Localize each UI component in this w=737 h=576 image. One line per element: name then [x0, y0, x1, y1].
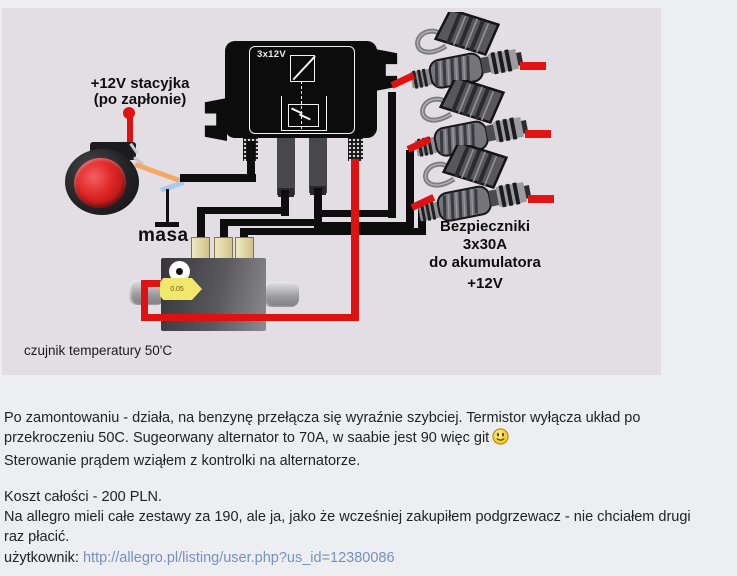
wire-red-bottom-h: [141, 314, 359, 321]
post-cost-line: Koszt całości - 200 PLN.: [4, 489, 162, 505]
relay-coil-diagonal: [292, 55, 316, 80]
wire-red-main-v: [351, 159, 359, 321]
wire-terminal3-to-fuse3-h: [240, 228, 426, 235]
post-paragraph-1-text: Po zamontowaniu - działa, na benzynę prz…: [4, 410, 641, 446]
fuses-label-line3: do akumulatora: [429, 254, 541, 271]
relay-coil-symbol: [290, 55, 316, 82]
ignition-wire: [127, 112, 133, 150]
smile-emoticon-icon: [492, 428, 509, 451]
wire-fuse2-v: [406, 150, 414, 230]
wire-cable1-down: [281, 190, 289, 216]
post-paragraph-1-line2: Sterowanie prądem wziąłem z kontrolki na…: [4, 453, 361, 469]
wire-cable2-down: [314, 188, 322, 228]
wire-red-into-heater: [141, 280, 171, 287]
relay-output-cable-2: [309, 138, 327, 193]
ignition-label-line1: +12V stacyjka: [90, 75, 190, 92]
wire-blue: [160, 180, 185, 193]
relay-dashed-link: [301, 81, 302, 129]
ground-symbol: [155, 222, 179, 227]
post-allegro-line: Na allegro mieli całe zestawy za 190, al…: [4, 509, 691, 545]
wire-cable1-to-terminal1-h: [197, 207, 289, 214]
relay-voltage-label: 3x12V: [257, 49, 286, 60]
wire-switch-to-relay-h: [180, 174, 256, 182]
fuses-label-line4: +12V: [467, 275, 503, 292]
relay-contacts-inner: [288, 104, 319, 127]
user-label: użytkownik:: [4, 550, 79, 566]
heater-pipe-right: [263, 282, 299, 307]
wire-switch-to-relay-v: [247, 141, 255, 179]
post-user-line: użytkownik: http://allegro.pl/listing/us…: [4, 550, 395, 566]
ignition-wire-cap: [123, 107, 135, 119]
wire-cable2-to-terminal2-h: [220, 219, 322, 226]
ground-wire: [166, 189, 169, 224]
post-paragraph-1: Po zamontowaniu - działa, na benzynę prz…: [4, 408, 704, 471]
fuses-label-line1: Bezpieczniki: [439, 218, 531, 235]
wire-red-left-v: [141, 280, 148, 321]
wiring-diagram-image: 3x12V +12V stacyjka (po zapłonie): [2, 8, 661, 375]
relay-terminal-crimp-right: [348, 138, 363, 161]
heater-yellow-tag: 0.05: [160, 278, 202, 300]
fuses-label: Bezpieczniki 3x30A do akumulatora +12V: [402, 218, 568, 293]
fuses-label-line2: 3x30A: [462, 236, 508, 253]
wire-orange: [134, 162, 183, 184]
temperature-sensor-label: czujnik temperatury 50'C: [24, 343, 173, 358]
relay-mount-tab-left: [204, 98, 227, 141]
relay-output-cable-1: [277, 138, 295, 195]
relay-schematic-frame: [249, 46, 355, 134]
wire-fuse2-h: [318, 222, 414, 229]
ignition-label-line2: (po zapłonie): [93, 91, 187, 108]
wire-terminal1-v: [197, 207, 205, 240]
post-paragraph-2: Koszt całości - 200 PLN. Na allegro miel…: [4, 487, 704, 547]
wire-fuse1-v: [388, 92, 396, 218]
allegro-user-link[interactable]: http://allegro.pl/listing/user.php?us_id…: [82, 550, 395, 566]
ground-label: masa: [138, 225, 189, 246]
heater-sensor-dot: [176, 268, 183, 275]
ignition-label: +12V stacyjka (po zapłonie): [76, 76, 204, 108]
wire-terminal2-v: [220, 219, 228, 240]
relay-contacts-symbol: [281, 96, 327, 131]
